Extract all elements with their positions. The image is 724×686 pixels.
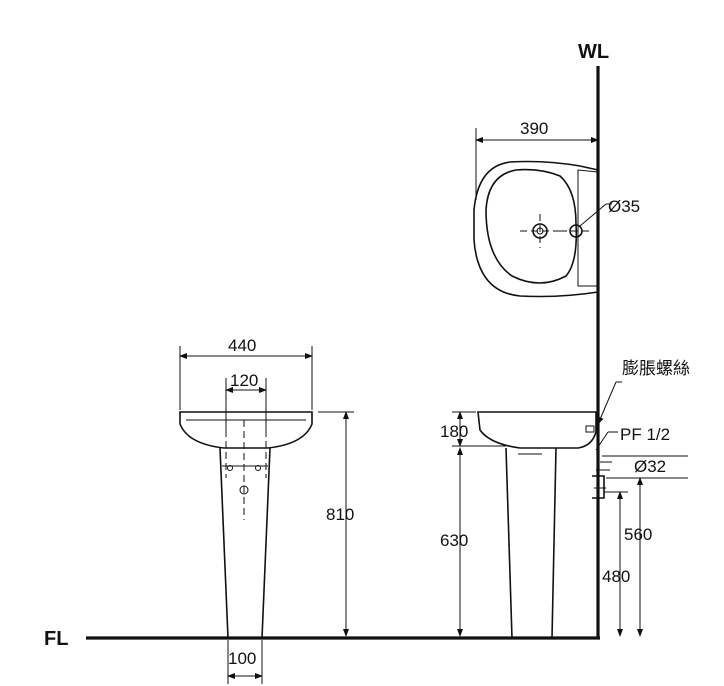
dim-drain-height: 480 (602, 567, 630, 586)
label-expansion-bolt: 膨脹螺絲 (622, 359, 690, 378)
dim-pedestal-height: 630 (440, 531, 468, 550)
dim-basin-width-front: 440 (228, 336, 256, 355)
dim-faucet-spacing: 120 (230, 371, 258, 390)
dim-basin-width-top: 390 (520, 119, 548, 138)
dim-supply-height: 560 (624, 525, 652, 544)
basin-top-view (473, 160, 599, 298)
dim-drain-hole: Ø35 (608, 197, 640, 216)
floor-label: FL (44, 628, 68, 650)
wall-label: WL (578, 41, 609, 63)
dim-total-height: 810 (326, 505, 354, 524)
dim-drain-pipe: Ø32 (634, 457, 666, 476)
dim-basin-thickness: 180 (440, 422, 468, 441)
label-pipe-thread: PF 1/2 (620, 425, 670, 444)
dim-pedestal-width: 100 (228, 649, 256, 668)
basin-front-view (179, 411, 313, 639)
basin-side-view (477, 411, 610, 639)
